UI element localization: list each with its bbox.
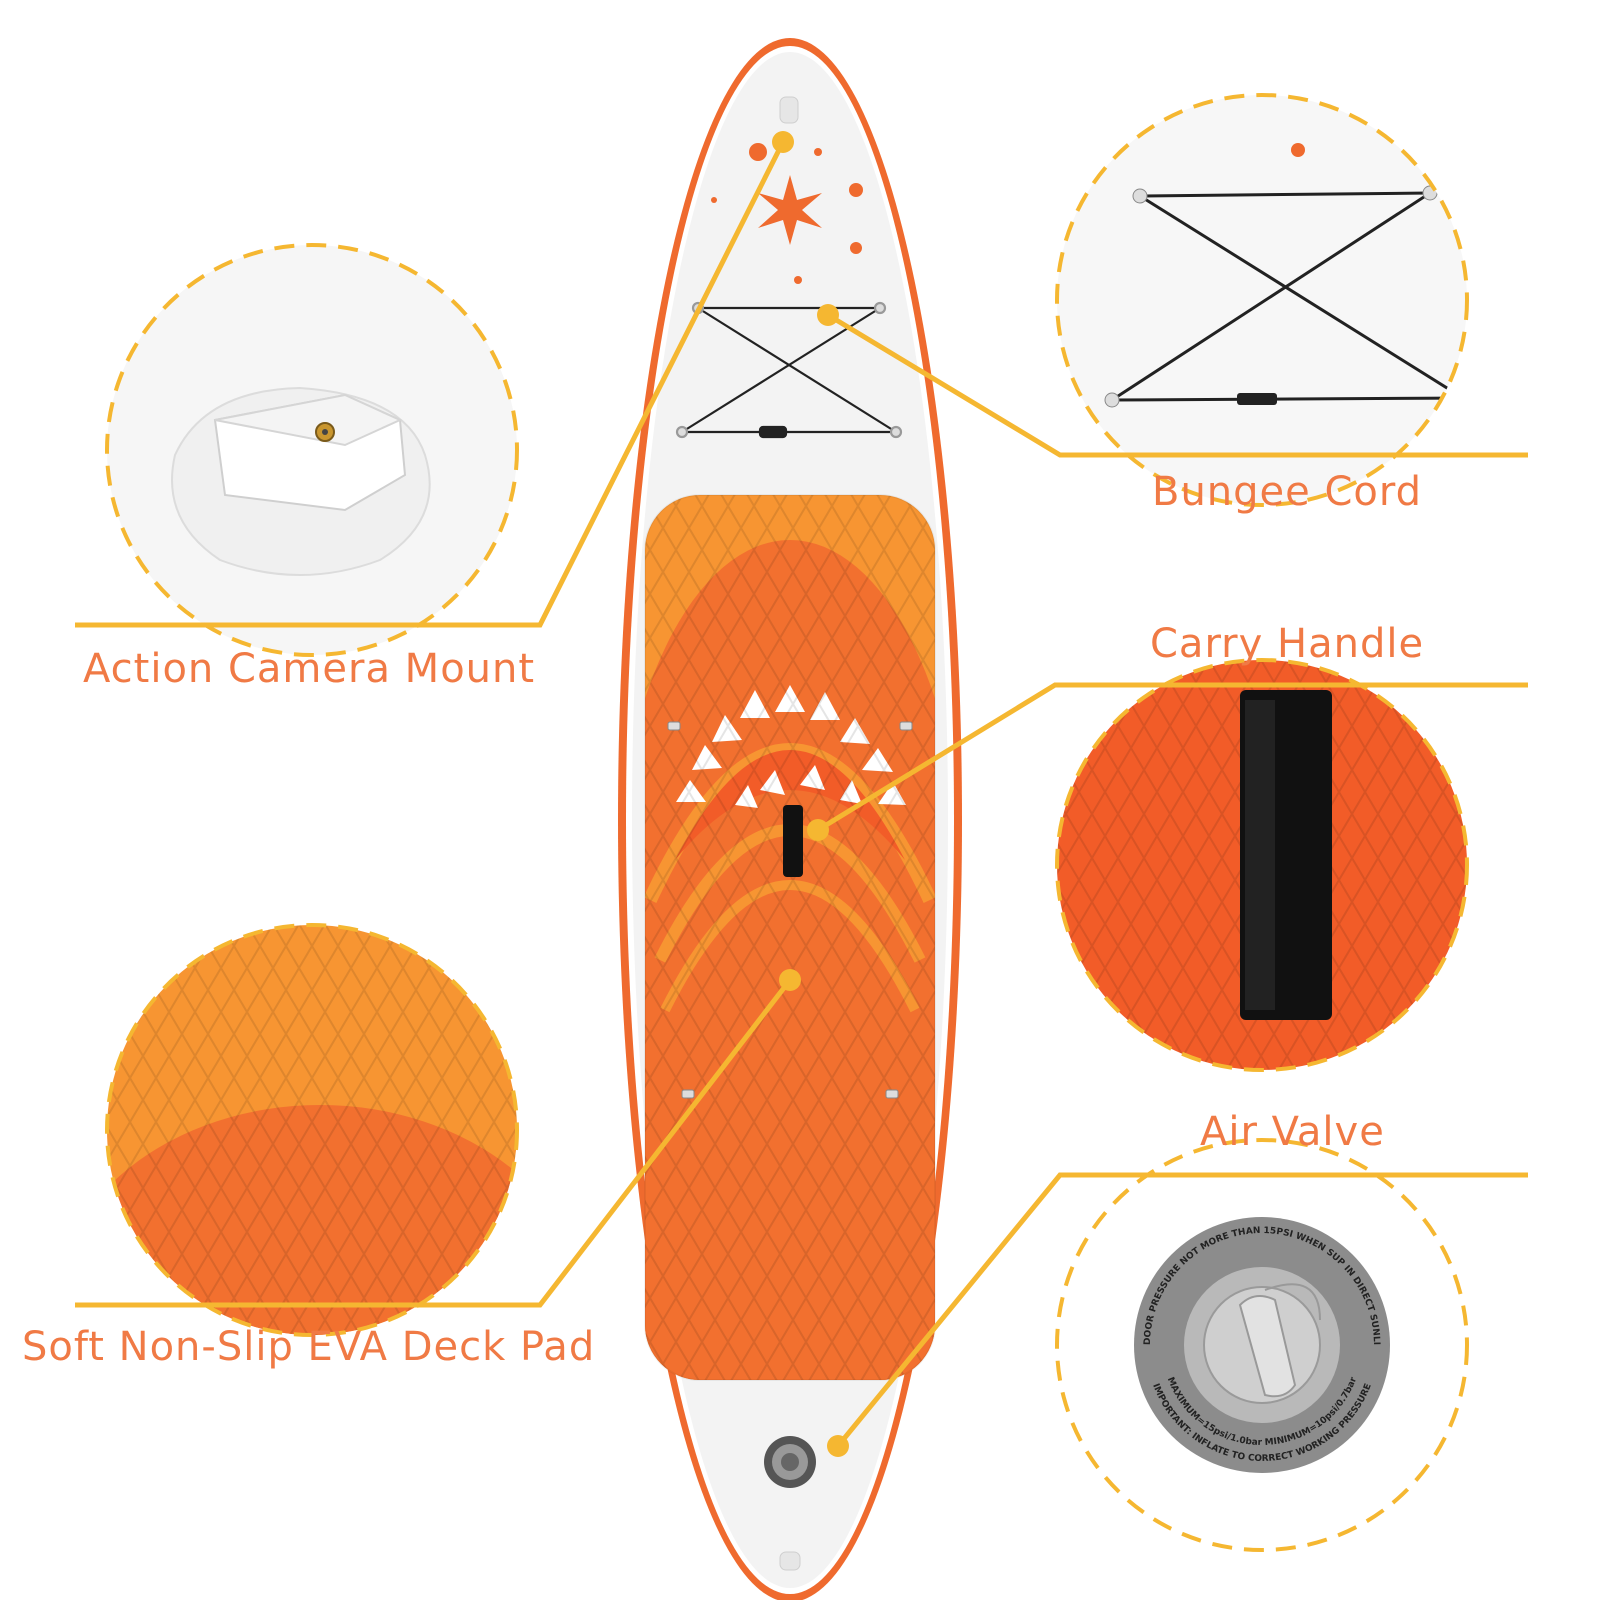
label-carry-handle: Carry Handle bbox=[1150, 621, 1425, 667]
board-air-valve bbox=[764, 1436, 816, 1488]
leader-line-bungee-cord bbox=[826, 312, 1528, 458]
paddle-board bbox=[618, 38, 962, 1600]
board-deck-pad bbox=[645, 495, 935, 1380]
leader-dots bbox=[772, 131, 849, 1457]
camera-mount-icon bbox=[105, 243, 519, 657]
carry-handle-icon bbox=[1055, 658, 1469, 1072]
label-action-camera-mount: Action Camera Mount bbox=[83, 646, 536, 692]
bungee-cord-icon bbox=[1055, 93, 1469, 507]
leader-line-deck-pad bbox=[75, 978, 792, 1308]
leader-lines bbox=[75, 140, 1528, 1448]
leader-line-camera-mount bbox=[75, 140, 786, 628]
air-valve-icon: OUTDOOR PRESSURE NOT MORE THAN 15PSI WHE… bbox=[1055, 1138, 1469, 1552]
label-soft-non-slip-eva-deck-pad: Soft Non-Slip EVA Deck Pad bbox=[22, 1324, 596, 1370]
leader-line-air-valve bbox=[836, 1172, 1528, 1448]
label-bungee-cord: Bungee Cord bbox=[1152, 469, 1423, 515]
nose-star-decoration bbox=[711, 96, 863, 284]
label-air-valve: Air Valve bbox=[1200, 1109, 1385, 1155]
deck-pad-icon bbox=[105, 923, 519, 1337]
leader-line-carry-handle bbox=[816, 682, 1528, 833]
